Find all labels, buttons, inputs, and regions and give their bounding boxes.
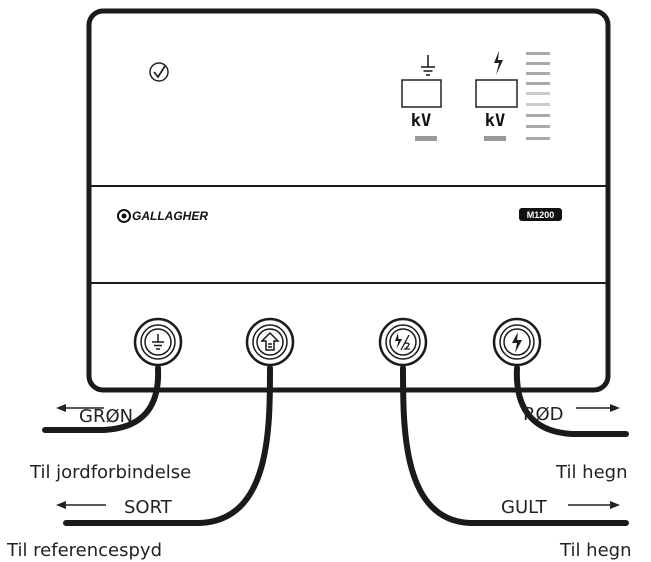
red-wire-label: RØD (523, 404, 564, 425)
svg-text:GALLAGHER: GALLAGHER (132, 209, 208, 223)
fence-meter: kV (475, 51, 518, 141)
fence-meter-unit: kV (485, 111, 505, 131)
half-power-terminal (378, 317, 428, 367)
check-icon (149, 62, 169, 82)
black-wire-caption: Til referencespyd (6, 540, 162, 561)
green-wire-label: GRØN (79, 406, 133, 427)
half-power-icon (395, 333, 410, 351)
ground-meter-display (401, 79, 442, 108)
svg-text:M1200: M1200 (527, 210, 555, 220)
gallagher-logo: GALLAGHER (117, 209, 208, 223)
black-wire (63, 365, 273, 526)
yellow-wire-label: GULT (501, 497, 548, 518)
ground-icon (152, 334, 164, 350)
fence-meter-indicator (484, 136, 506, 141)
green-wire (42, 365, 162, 433)
fence-terminal (492, 317, 542, 367)
ground-meter-indicator (415, 136, 437, 141)
arrow-right-icon (576, 404, 620, 412)
arrow-left-icon (56, 404, 104, 412)
black-wire-label: SORT (124, 497, 173, 518)
yellow-wire (400, 365, 629, 526)
ground-meter: kV (401, 55, 442, 141)
red-wire-caption: Til hegn (555, 462, 627, 483)
ground-terminal (133, 317, 183, 367)
arrow-right-icon (568, 501, 620, 509)
arrow-left-icon (56, 501, 106, 509)
reference-terminal (245, 317, 295, 367)
ground-icon (421, 55, 435, 76)
ground-meter-unit: kV (411, 111, 431, 131)
voltage-level-bar (526, 52, 550, 140)
red-wire (513, 365, 629, 437)
reference-icon (260, 331, 280, 351)
lightning-icon (494, 51, 503, 75)
model-badge: M1200 (519, 208, 562, 221)
fence-meter-display (475, 79, 518, 108)
lightning-icon (512, 332, 522, 353)
yellow-wire-caption: Til hegn (559, 540, 631, 561)
green-wire-caption: Til jordforbindelse (29, 462, 191, 483)
